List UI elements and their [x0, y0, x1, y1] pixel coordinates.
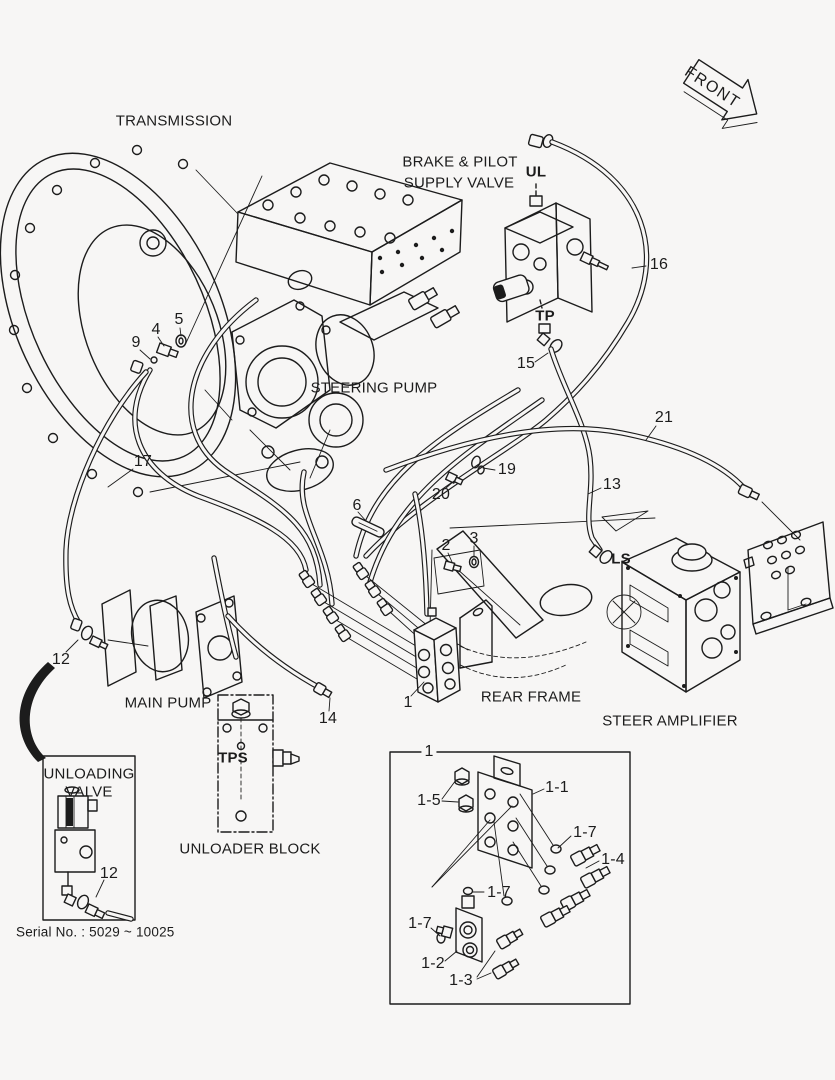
test-point-fitting [579, 251, 610, 271]
label-unloader-block: UNLOADER BLOCK [179, 840, 321, 858]
bolt-axes [431, 793, 554, 897]
detail-callout-1-7b: 1-7 [487, 884, 511, 901]
callout-20: 20 [431, 486, 451, 503]
transmission-housing [0, 144, 301, 498]
label-steering-pump: STEERING PUMP [310, 379, 438, 397]
label-unloading-valve-line1: UNLOADING [43, 765, 135, 783]
rear-frame [429, 510, 656, 678]
label-port-ls: LS [611, 550, 631, 568]
callout-13: 13 [602, 476, 622, 493]
callout-16: 16 [649, 256, 669, 273]
label-main-pump: MAIN PUMP [124, 694, 212, 712]
reference-swoosh [19, 662, 55, 762]
unloader-block [217, 694, 300, 833]
label-port-tps: TPS [218, 749, 248, 767]
callout-12-inset: 12 [99, 865, 119, 882]
detail-callout-1-7c: 1-7 [408, 915, 432, 932]
unloading-valve-box [19, 662, 136, 922]
front-direction-arrow [682, 58, 758, 129]
flange-bolts [8, 144, 189, 498]
transmission-control-valve [235, 162, 463, 306]
connector-block-1 [413, 599, 493, 703]
valve-1-2 [435, 895, 483, 963]
solenoid [492, 274, 530, 303]
callout-17: 17 [133, 453, 153, 470]
orings-1-7 [436, 844, 562, 944]
valve-bolts [377, 228, 455, 275]
detail-leader-ticks [430, 788, 600, 962]
bracket-1-1 [477, 755, 533, 869]
label-rear-frame: REAR FRAME [480, 688, 582, 706]
hydraulic-hoses [66, 142, 744, 688]
mounting-bracket [743, 521, 834, 635]
label-port-tp: TP [535, 307, 555, 325]
fittings-1-4 [540, 843, 611, 928]
label-unloading-valve-line2: VALVE [65, 783, 113, 801]
label-steer-amplifier: STEER AMPLIFIER [602, 712, 738, 730]
callout-2: 2 [441, 537, 451, 554]
callout-14: 14 [318, 710, 338, 727]
nuts-1-5 [441, 767, 474, 813]
callout-9: 9 [131, 334, 141, 351]
detail-callout-1-2: 1-2 [421, 955, 445, 972]
callout-4: 4 [151, 321, 161, 338]
callout-15: 15 [516, 355, 536, 372]
callout-6: 6 [352, 497, 362, 514]
bracket-holes [760, 530, 812, 621]
steering-pump [231, 287, 460, 492]
detail-box-1 [389, 751, 631, 1005]
valve-studs [262, 174, 414, 244]
callout-12: 12 [51, 651, 71, 668]
callout-21: 21 [654, 409, 674, 426]
tps-port-fitting [272, 749, 300, 767]
label-brake-pilot-line1: BRAKE & PILOT [402, 153, 518, 171]
callout-19: 19 [497, 461, 517, 478]
callout-5: 5 [174, 311, 184, 328]
label-port-ul: UL [525, 163, 547, 181]
steer-amplifier [621, 537, 741, 693]
callout-3: 3 [469, 530, 479, 547]
callout-leader-ticks [65, 265, 657, 898]
detail-callout-1-3: 1-3 [449, 972, 473, 989]
detail-callout-1-5: 1-5 [417, 792, 441, 809]
small-parts [70, 175, 801, 699]
callout-1: 1 [403, 694, 413, 711]
fittings-1-3 [476, 928, 524, 980]
label-serial-number: Serial No. : 5029 ~ 10025 [16, 924, 175, 940]
detail-callout-1-1: 1-1 [545, 779, 569, 796]
label-brake-pilot-line2: SUPPLY VALVE [403, 174, 515, 192]
label-transmission: TRANSMISSION [115, 112, 233, 130]
detail-callout-1-4: 1-4 [601, 851, 625, 868]
main-pump [101, 589, 243, 699]
detail-callout-1: 1 [421, 744, 437, 760]
detail-callout-1-7a: 1-7 [573, 824, 597, 841]
fitting-cluster [298, 561, 433, 683]
